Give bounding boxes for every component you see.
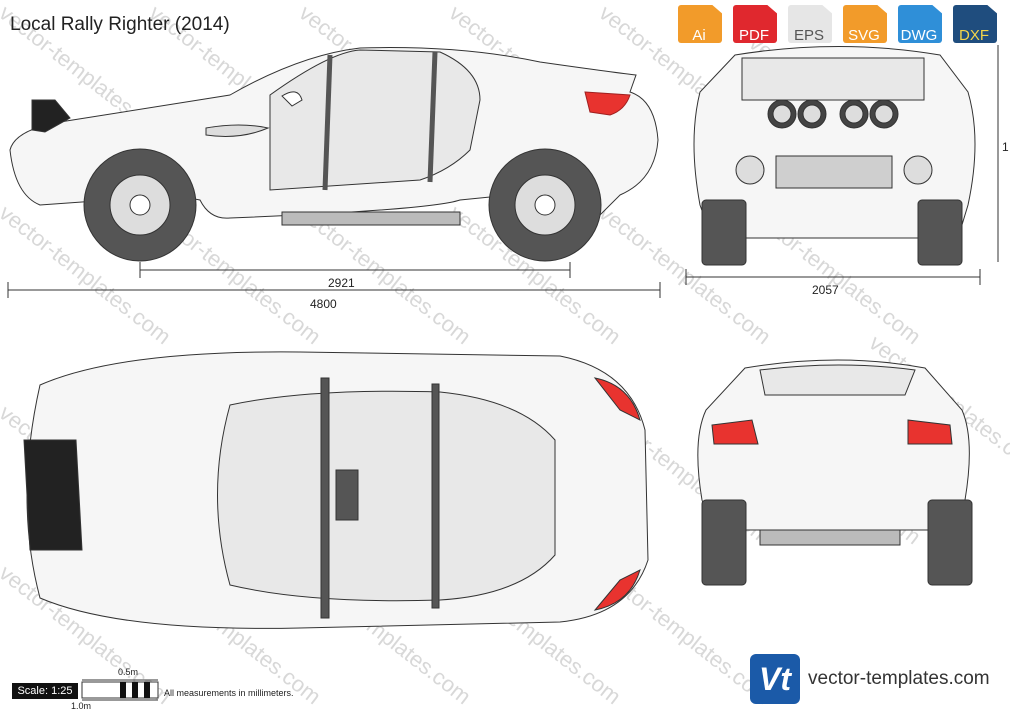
height-dimension: 1 xyxy=(1002,140,1009,154)
page-title: Local Rally Righter (2014) xyxy=(10,14,230,35)
scale-one-meter-label: 1.0m xyxy=(71,701,92,711)
format-label: PDF xyxy=(739,27,769,44)
wheelbase-dimension: 2921 xyxy=(328,276,355,290)
width-dimension: 2057 xyxy=(812,283,839,297)
format-label: EPS xyxy=(793,27,824,44)
format-svg-badge[interactable]: SVG xyxy=(841,5,892,49)
scale-half-meter-label: 0.5m xyxy=(118,667,139,677)
rear-view xyxy=(697,359,973,586)
measurement-note: All measurements in millimeters. xyxy=(164,688,294,698)
format-label: SVG xyxy=(848,27,880,44)
front-view xyxy=(685,45,999,285)
top-view xyxy=(23,351,649,629)
brand-logo-icon[interactable]: Vt xyxy=(750,654,800,704)
format-ai-badge[interactable]: Ai xyxy=(676,5,727,49)
format-eps-badge[interactable]: EPS xyxy=(786,5,837,49)
format-pdf-badge[interactable]: PDF xyxy=(731,5,782,49)
format-dwg-badge[interactable]: DWG xyxy=(896,5,947,49)
format-label: DWG xyxy=(900,27,938,44)
brand-site-link[interactable]: vector-templates.com xyxy=(808,668,990,689)
scale-ruler xyxy=(81,679,159,701)
format-dxf-badge[interactable]: DXF xyxy=(951,5,1002,49)
format-label: Ai xyxy=(692,27,706,44)
format-label: DXF xyxy=(959,27,989,44)
length-dimension: 4800 xyxy=(310,297,337,311)
scale-label: Scale: 1:25 xyxy=(12,683,78,699)
format-badges: Ai PDF EPS SVG DWG DXF xyxy=(676,5,1002,49)
side-view xyxy=(7,47,661,298)
